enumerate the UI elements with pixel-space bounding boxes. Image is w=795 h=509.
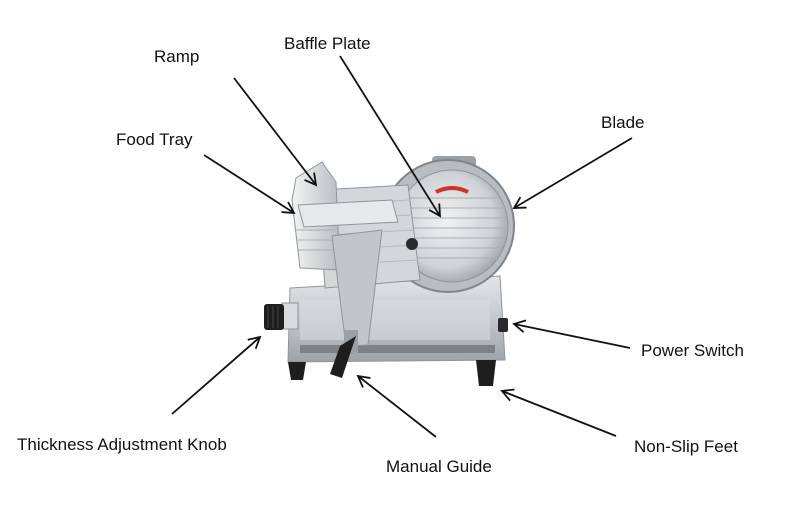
thickness-knob-shape (264, 302, 299, 330)
arrow-blade (512, 137, 633, 209)
manual-guide-shape (330, 229, 383, 378)
label-thickness-knob: Thickness Adjustment Knob (17, 435, 227, 454)
arrow-baffle-plate (339, 55, 441, 218)
power-switch-shape (498, 318, 508, 332)
label-power-switch: Power Switch (641, 341, 744, 360)
food-tray-shape (291, 161, 399, 271)
label-blade: Blade (601, 113, 645, 132)
arrow-non-slip-feet (500, 388, 617, 437)
label-ramp: Ramp (154, 47, 200, 66)
slicer-base (287, 275, 506, 363)
label-food-tray: Food Tray (116, 130, 193, 149)
feet-shapes (288, 360, 496, 386)
label-manual-guide: Manual Guide (386, 457, 492, 476)
arrow-ramp (233, 77, 318, 187)
label-baffle-plate: Baffle Plate (284, 34, 371, 53)
arrow-power-switch (512, 319, 631, 349)
annotation-arrows (171, 55, 633, 438)
arrow-food-tray (203, 154, 296, 215)
arrow-manual-guide (356, 374, 437, 438)
arrow-thickness-knob (171, 335, 262, 415)
label-non-slip-feet: Non-Slip Feet (634, 437, 738, 456)
